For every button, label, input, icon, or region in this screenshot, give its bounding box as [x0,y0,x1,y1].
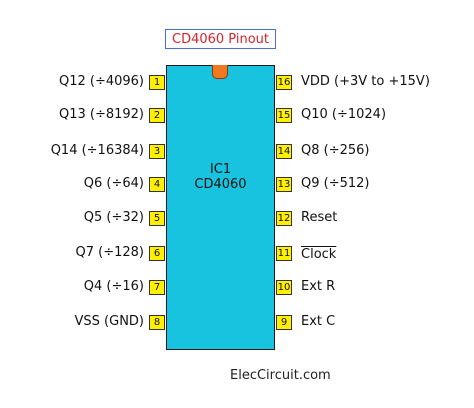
pin-number-10: 10 [276,280,292,295]
pin-number-5: 5 [149,211,165,226]
pin-number-9: 9 [276,315,292,330]
pin-label-8: VSS (GND) [74,314,144,329]
pin-number-1: 1 [149,75,165,90]
pin-number-13: 13 [276,177,292,192]
pin-number-7: 7 [149,280,165,295]
pin-label-1: Q12 (÷4096) [58,74,144,89]
pin1-notch [212,65,228,79]
pin-label-5: Q5 (÷32) [83,210,144,225]
pin-label-15: Q10 (÷1024) [301,107,387,122]
pin-label-11: Clock [301,247,337,262]
pin-label-16: VDD (+3V to +15V) [301,74,430,89]
diagram-title: CD4060 Pinout [165,29,276,49]
pin-label-12: Reset [301,210,338,225]
pin-label-4: Q6 (÷64) [83,176,144,191]
pin-label-6: Q7 (÷128) [75,245,145,260]
pin-label-9: Ext C [301,314,336,329]
pin-number-12: 12 [276,211,292,226]
pin-label-2: Q13 (÷8192) [58,107,144,122]
pin-number-11: 11 [276,246,292,261]
pin-number-14: 14 [276,144,292,159]
site-credit: ElecCircuit.com [230,368,331,383]
pin-label-10: Ext R [301,279,336,294]
pin-number-8: 8 [149,315,165,330]
pin-number-6: 6 [149,246,165,261]
chip-designator: IC1 [209,162,232,177]
pin-label-14: Q8 (÷256) [301,143,370,158]
pin-number-16: 16 [276,75,292,90]
pin-label-13: Q9 (÷512) [301,176,370,191]
pin-number-15: 15 [276,108,292,123]
pin-number-3: 3 [149,144,165,159]
chip-part-number: CD4060 [194,177,247,192]
pin-number-2: 2 [149,108,165,123]
pin-label-7: Q4 (÷16) [83,279,144,294]
pin-number-4: 4 [149,177,165,192]
ic-body [166,65,275,350]
pin-label-3: Q14 (÷16384) [50,143,144,158]
